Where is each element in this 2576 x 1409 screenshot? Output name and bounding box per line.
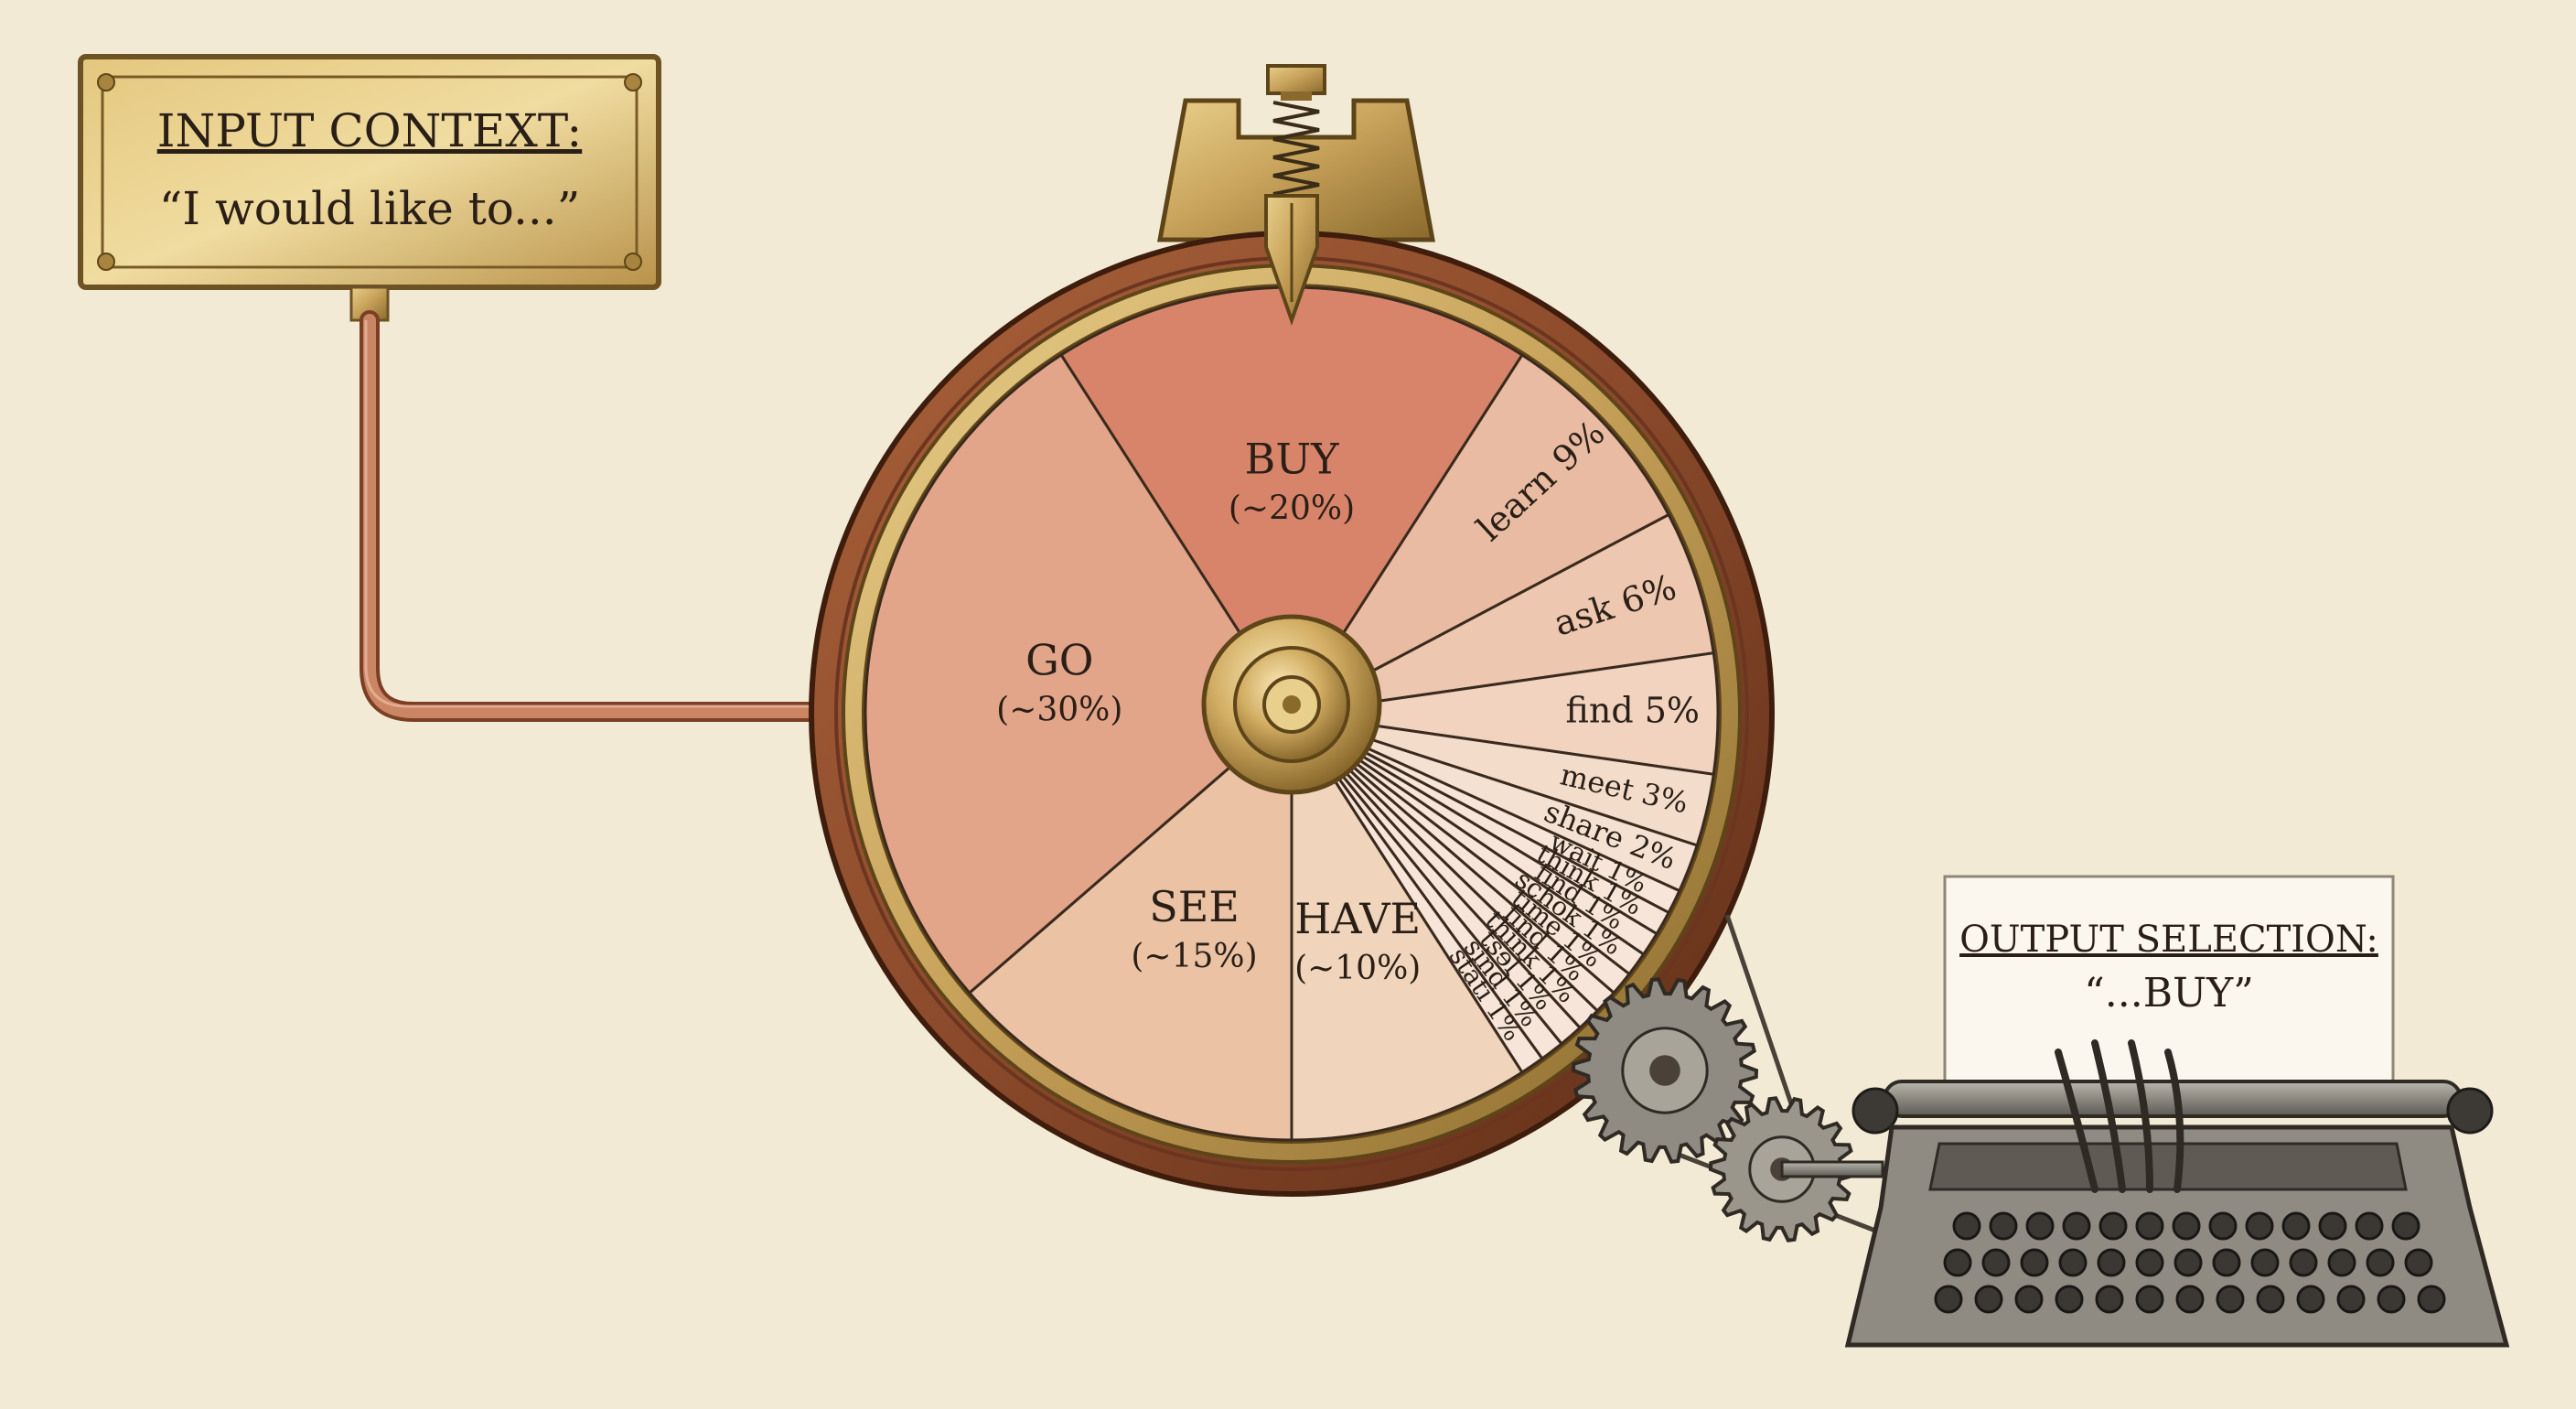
- slice-percent-label: (~10%): [1294, 950, 1421, 987]
- input-context-text: “I would like to...”: [159, 182, 581, 235]
- typewriter-key: [2327, 1248, 2356, 1277]
- typewriter-key: [2404, 1248, 2433, 1277]
- slice-word-label: GO: [1025, 636, 1093, 685]
- typewriter-key: [1952, 1211, 1981, 1241]
- slice-percent-label: (~20%): [1229, 490, 1355, 528]
- output-selection-text: “...BUY”: [2084, 970, 2253, 1016]
- slice-percent-label: (~15%): [1131, 938, 1257, 975]
- slice-word-label: HAVE: [1294, 894, 1421, 943]
- typewriter-key: [2216, 1285, 2245, 1314]
- typewriter-key: [2289, 1248, 2318, 1277]
- typewriter-key: [1943, 1248, 1972, 1277]
- typewriter-key: [2135, 1285, 2164, 1314]
- output-selection-title: OUTPUT SELECTION:: [1959, 919, 2378, 961]
- typewriter-key: [1981, 1248, 2011, 1277]
- typewriter-key: [2245, 1211, 2274, 1241]
- keyboard: [1934, 1211, 2446, 1314]
- typewriter-key: [2417, 1285, 2446, 1314]
- typewriter-key: [2014, 1285, 2044, 1314]
- typewriter-key: [2135, 1211, 2164, 1241]
- typewriter-key: [1989, 1211, 2018, 1241]
- typewriter-key: [2055, 1285, 2084, 1314]
- slice-word-label: BUY: [1245, 435, 1340, 484]
- pie-slice: [864, 352, 1293, 995]
- typewriter-key: [1974, 1285, 2003, 1314]
- typewriter-key: [2174, 1248, 2203, 1277]
- probability-pie: BUY(~20%)learn 9%ask 6%find 5%meet 3%sha…: [864, 285, 1720, 1142]
- gear-train: [1571, 914, 1884, 1242]
- typewriter-key: [2095, 1285, 2124, 1314]
- copper-pipe: [349, 285, 1283, 722]
- slice-label: find 5%: [1566, 691, 1701, 731]
- typewriter-key: [2058, 1248, 2088, 1277]
- screw-icon: [97, 253, 115, 271]
- typewriter-key: [2175, 1285, 2205, 1314]
- slice-word-label: SEE: [1149, 882, 1240, 931]
- pie-slice: [1291, 512, 1715, 715]
- input-context-title: INPUT CONTEXT:: [157, 104, 583, 157]
- typewriter-key: [2377, 1285, 2406, 1314]
- typewriter-key: [2318, 1211, 2347, 1241]
- typewriter-key: [2355, 1211, 2384, 1241]
- spring-icon: [1272, 101, 1320, 196]
- typewriter-key: [2256, 1285, 2285, 1314]
- typewriter-key: [2212, 1248, 2241, 1277]
- typewriter-key: [2062, 1211, 2091, 1241]
- pie-slice: [967, 710, 1293, 1142]
- screw-icon: [97, 73, 115, 91]
- gear-icon: [1571, 977, 1759, 1164]
- slice-percent-label: (~30%): [996, 692, 1122, 729]
- typewriter-key: [2020, 1248, 2049, 1277]
- spring-mount: [1156, 64, 1436, 242]
- typewriter-key: [2281, 1211, 2311, 1241]
- typewriter-key: [2025, 1211, 2055, 1241]
- typewriter-key: [2296, 1285, 2325, 1314]
- pie-slice: [1287, 352, 1671, 717]
- typewriter-key: [2336, 1285, 2366, 1314]
- typewriter-icon: OUTPUT SELECTION: “...BUY”: [1844, 875, 2510, 1348]
- typewriter-key: [2098, 1211, 2128, 1241]
- screw-icon: [624, 73, 642, 91]
- typewriter-key: [2135, 1248, 2164, 1277]
- brass-pointer-icon: [1264, 194, 1319, 327]
- screw-icon: [624, 253, 642, 271]
- input-context-plaque: INPUT CONTEXT: “I would like to...”: [78, 54, 661, 290]
- brass-hub-icon: [1201, 614, 1382, 795]
- typewriter-key: [2250, 1248, 2280, 1277]
- typewriter-key: [2172, 1211, 2201, 1241]
- typewriter-key: [2366, 1248, 2395, 1277]
- typewriter-key: [1934, 1285, 1963, 1314]
- typewriter-key: [2391, 1211, 2420, 1241]
- typewriter-key: [2097, 1248, 2126, 1277]
- typewriter-key: [2208, 1211, 2238, 1241]
- pie-slice: [1290, 708, 1525, 1142]
